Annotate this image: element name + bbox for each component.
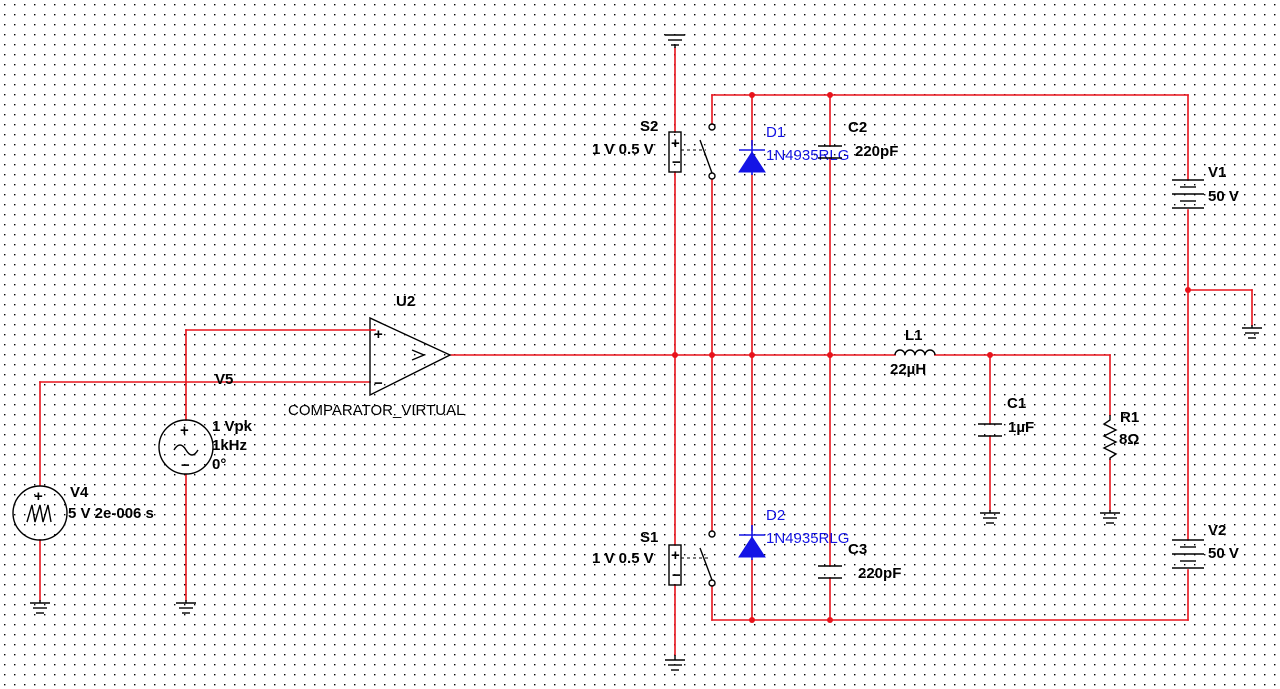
resistor-r1[interactable]: R1 8Ω (1102, 409, 1139, 460)
v1-value-label: 50 V (1208, 188, 1239, 205)
c3-ref-label: C3 (848, 541, 867, 558)
l1-value-label: 22µH (890, 361, 926, 378)
r1-ref-label: R1 (1120, 409, 1139, 426)
ground-icon (665, 655, 685, 671)
svg-text:+: + (671, 547, 680, 564)
r1-value-label: 8Ω (1119, 431, 1139, 448)
svg-text:−: − (181, 457, 190, 474)
v1-ref-label: V1 (1208, 164, 1226, 181)
comparator-icon (369, 316, 452, 397)
s1-ref-label: S1 (640, 529, 658, 546)
d2-part-label: 1N4935RLG (766, 530, 849, 547)
c3-value-label: 220pF (858, 565, 901, 582)
junctions (672, 92, 1191, 623)
v4-ref-label: V4 (70, 484, 89, 501)
battery-v2[interactable]: V2 50 V (1172, 522, 1239, 569)
c1-ref-label: C1 (1007, 395, 1026, 412)
ground-icon (30, 600, 50, 614)
v4-value-label: 5 V 2e-006 s (68, 505, 154, 522)
d2-ref-label: D2 (766, 507, 785, 524)
capacitor-icon (978, 423, 1002, 437)
ground-icon (1242, 325, 1262, 339)
battery-icon (1172, 539, 1204, 569)
c1-value-label: 1µF (1008, 419, 1034, 436)
svg-text:+: + (671, 135, 680, 152)
ac-source-v5[interactable]: + − V5 1 Vpk 1kHz 0° (158, 371, 253, 475)
comparator-u2[interactable]: + − U2 COMPARATOR_VIRTUAL (288, 293, 464, 419)
c2-value-label: 220pF (855, 143, 898, 160)
capacitor-c3[interactable]: C3 220pF (818, 541, 901, 582)
svg-text:−: − (672, 567, 681, 584)
inductor-icon (894, 349, 936, 356)
switch-s1[interactable]: + − S1 1 V 0.5 V (592, 529, 716, 587)
l1-ref-label: L1 (905, 327, 923, 344)
ac-source-icon (158, 419, 214, 475)
pulse-source-icon (12, 485, 68, 541)
comparator-ref-label: U2 (396, 293, 415, 310)
capacitor-icon (818, 145, 842, 159)
svg-text:−: − (672, 154, 681, 171)
pulse-source-v4[interactable]: + V4 5 V 2e-006 s (12, 484, 154, 541)
capacitor-c1[interactable]: C1 1µF (978, 395, 1034, 437)
comparator-plus-sign: + (374, 326, 383, 343)
v5-amplitude-label: 1 Vpk (212, 418, 253, 435)
s2-value-label: 1 V 0.5 V (592, 141, 654, 158)
svg-text:+: + (180, 422, 189, 439)
c2-ref-label: C2 (848, 119, 867, 136)
d1-part-label: 1N4935RLG (766, 147, 849, 164)
capacitor-c2[interactable]: C2 220pF (818, 119, 898, 160)
s2-ref-label: S2 (640, 118, 658, 135)
capacitor-icon (818, 565, 842, 579)
ground-icon (665, 34, 685, 48)
switch-s2[interactable]: + − S2 1 V 0.5 V (592, 118, 716, 180)
d1-ref-label: D1 (766, 124, 785, 141)
switch-icon: + − (668, 530, 716, 587)
switch-icon: + − (668, 123, 716, 180)
v5-phase-label: 0° (212, 456, 226, 473)
diode-icon (738, 140, 766, 175)
comparator-type-label: COMPARATOR_VIRTUAL (288, 402, 464, 419)
v5-frequency-label: 1kHz (212, 437, 247, 454)
diode-icon (738, 525, 766, 560)
resistor-icon (1102, 415, 1118, 460)
s1-value-label: 1 V 0.5 V (592, 550, 654, 567)
v2-ref-label: V2 (1208, 522, 1226, 539)
diode-d1[interactable]: D1 1N4935RLG (738, 124, 849, 175)
ground-icon (176, 600, 196, 614)
battery-icon (1172, 179, 1204, 209)
comparator-minus-sign: − (374, 375, 383, 392)
battery-v1[interactable]: V1 50 V (1172, 164, 1239, 209)
v2-value-label: 50 V (1208, 545, 1239, 562)
ground-icon (980, 510, 1000, 524)
svg-text:+: + (34, 488, 43, 505)
ground-icon (1100, 510, 1120, 524)
diode-d2[interactable]: D2 1N4935RLG (738, 507, 849, 560)
v5-ref-label: V5 (215, 371, 233, 388)
inductor-l1[interactable]: L1 22µH (890, 327, 936, 378)
